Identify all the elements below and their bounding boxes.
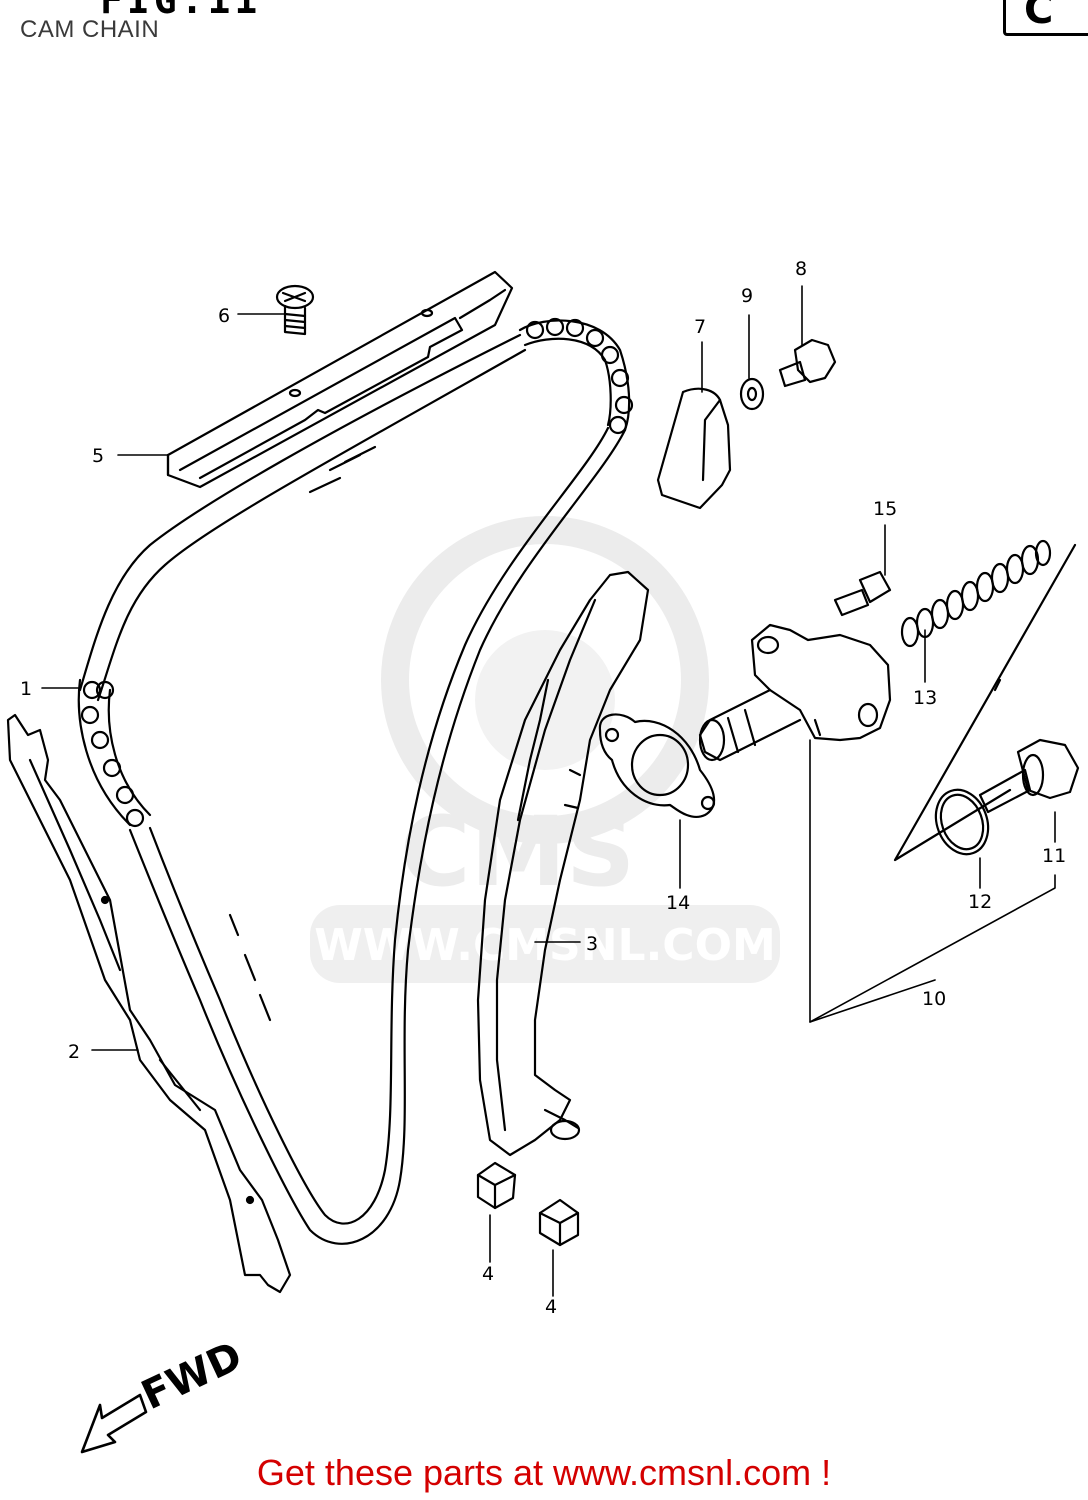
- callout-2: 2: [68, 1041, 80, 1063]
- part-3-chain-guide-front: [476, 570, 650, 1157]
- part-11-plug-bolt: [978, 738, 1080, 814]
- part-6-bolt: [275, 284, 315, 336]
- fwd-label: FWD: [135, 1333, 249, 1419]
- part-8-bolt: [778, 338, 837, 388]
- part-9-washer: [739, 377, 765, 411]
- part-2-chain-guide-rear: [6, 713, 292, 1294]
- part-13-spring: [900, 539, 1052, 648]
- page-subtitle: CAM CHAIN: [20, 16, 160, 43]
- callout-12: 12: [968, 891, 992, 913]
- leader-lines: [41, 285, 1056, 1297]
- part-14-gasket: [598, 713, 716, 818]
- part-10-tensioner-assy: [698, 543, 1077, 862]
- callout-7: 7: [694, 316, 706, 338]
- section-code-box: C: [1003, 0, 1088, 36]
- callout-13: 13: [913, 687, 937, 709]
- callout-3: 3: [586, 933, 598, 955]
- figure-title: FIG.11: [100, 0, 262, 22]
- part-12-o-ring: [934, 788, 990, 856]
- watermark: CMS WWW.CMSNL.COM: [310, 516, 780, 983]
- callout-5: 5: [92, 445, 104, 467]
- callout-numbers: 1 2 3 4 4 5 6 7 8 9 10 11 12 13 14 15: [20, 258, 1066, 1318]
- watermark-brand: CMS: [400, 796, 635, 908]
- part-4-cushion-a: [476, 1161, 517, 1210]
- callout-6: 6: [218, 305, 230, 327]
- callout-11: 11: [1042, 845, 1066, 867]
- callout-4a: 4: [482, 1263, 494, 1285]
- callout-8: 8: [795, 258, 807, 280]
- part-4-cushion-b: [538, 1198, 580, 1247]
- part-5-chain-guide-top: [166, 270, 514, 489]
- part-1-cam-chain: [77, 317, 634, 1245]
- footer-link-text[interactable]: Get these parts at www.cmsnl.com !: [256, 1452, 832, 1493]
- callout-15: 15: [873, 498, 897, 520]
- part-15-bolt: [833, 570, 892, 617]
- callout-10: 10: [922, 988, 946, 1010]
- part-7-guide-cushion: [656, 387, 732, 510]
- callout-14: 14: [666, 892, 690, 914]
- fwd-arrow: [80, 1393, 148, 1454]
- callout-4b: 4: [545, 1296, 557, 1318]
- section-code: C: [1024, 0, 1054, 33]
- callout-1: 1: [20, 678, 32, 700]
- callout-9: 9: [741, 285, 753, 307]
